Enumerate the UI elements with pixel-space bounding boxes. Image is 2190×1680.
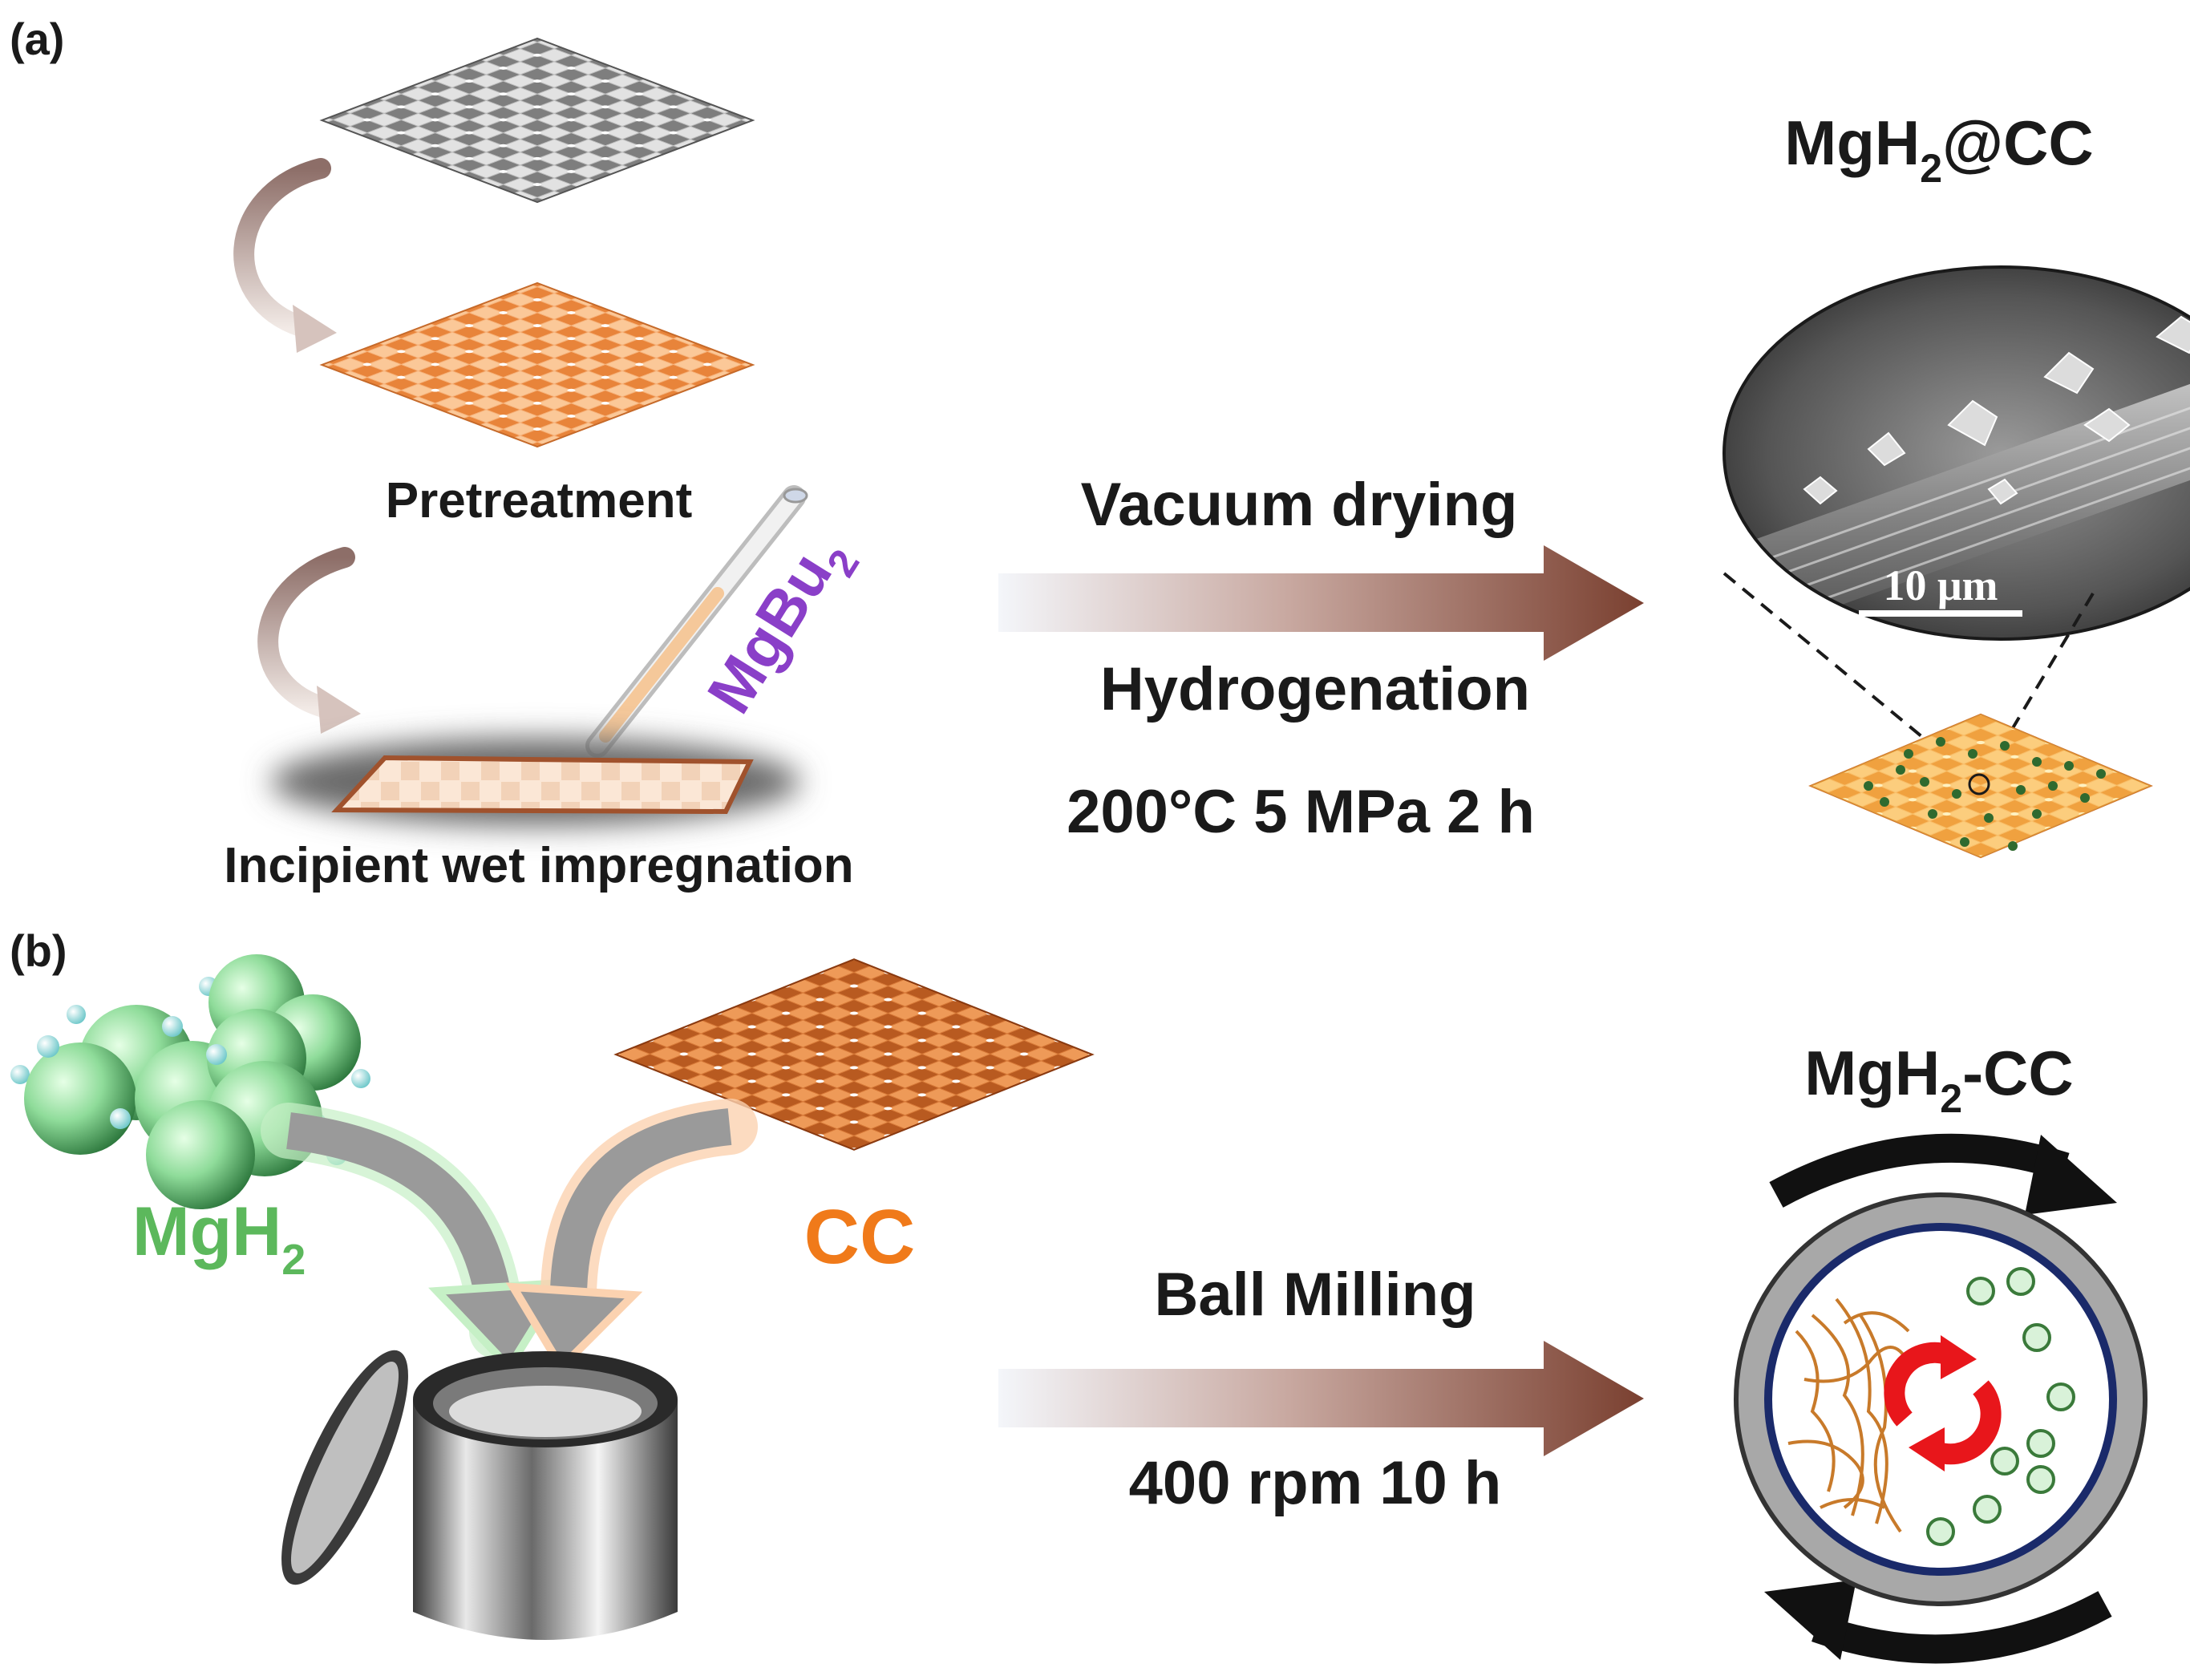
svg-text:MgBu2: MgBu2 (694, 521, 868, 731)
gray-carbon-cloth-icon (319, 37, 755, 204)
mgh2-reactant-subscript: 2 (281, 1236, 306, 1284)
scale-bar-label: 10 μm (1883, 561, 1998, 609)
conditions-a-label: 200°C 5 MPa 2 h (1067, 778, 1535, 846)
green-arrow-icon (261, 1103, 569, 1374)
mgh2-molecule-icon (10, 954, 370, 1209)
red-rotation-head-2-icon (1909, 1427, 1945, 1472)
rotation-arrow-top-icon (1769, 1133, 2117, 1215)
red-rotation-icon (1884, 1342, 2002, 1465)
cc-reactant-label: CC (804, 1194, 916, 1280)
mgbu2-label: MgBu2 (694, 521, 868, 731)
curved-arrow-2-head-icon (317, 686, 361, 734)
panel-b-label: (b) (10, 925, 67, 976)
mgh2-at-cc-suffix: @CC (1942, 107, 2094, 178)
conditions-b-label: 400 rpm 10 h (1129, 1449, 1502, 1517)
mgh2-at-cc-title: MgH2@CC (1784, 107, 2093, 191)
milling-balls (1926, 1267, 2075, 1546)
mgh2-cc-title: MgH2-CC (1804, 1038, 2073, 1121)
hydrogenation-label: Hydrogenation (1100, 655, 1530, 723)
impregnated-cloth-icon (331, 755, 754, 815)
pretreatment-label: Pretreatment (386, 473, 692, 528)
mgh2-cc-suffix: -CC (1962, 1038, 2074, 1108)
curved-arrow-1-icon (233, 158, 331, 339)
vacuum-drying-label: Vacuum drying (1081, 471, 1518, 539)
mgh2-at-cc-subscript: 2 (1920, 146, 1942, 191)
process-arrow-b-icon (998, 1341, 1644, 1456)
curved-arrow-1-head-icon (293, 305, 337, 353)
mgh2-cc-subscript: 2 (1940, 1076, 1962, 1121)
carbon-fibers (1787, 1297, 1910, 1533)
mgbu2-base: MgBu (694, 540, 845, 725)
zoom-target-circle (1968, 773, 1990, 795)
product-cloth-icon (1808, 713, 2153, 859)
mgh2-at-cc-base: MgH (1784, 107, 1920, 178)
panel-a-label: (a) (10, 14, 64, 64)
mgh2-reactant-base: MgH (132, 1193, 281, 1270)
orange-carbon-cloth-icon (319, 281, 755, 448)
mgh2-particles (1864, 737, 2106, 851)
sem-image: 10 μm (1722, 265, 2190, 641)
orange-arrow-icon (505, 1099, 758, 1374)
mgh2-reactant-label: MgH2 (132, 1193, 306, 1284)
red-rotation-head-1-icon (1941, 1335, 1977, 1379)
curved-arrow-2-icon (257, 547, 355, 720)
milling-pot-icon (281, 1350, 678, 1640)
rotation-arrow-bottom-icon (1764, 1580, 2112, 1664)
pipette-icon (585, 485, 808, 758)
mgh2-cc-base: MgH (1804, 1038, 1940, 1108)
impregnation-label: Incipient wet impregnation (224, 838, 853, 893)
process-arrow-a-icon (998, 545, 1644, 661)
milling-jar-icon (1734, 1192, 2147, 1606)
ball-milling-label: Ball Milling (1154, 1261, 1476, 1329)
